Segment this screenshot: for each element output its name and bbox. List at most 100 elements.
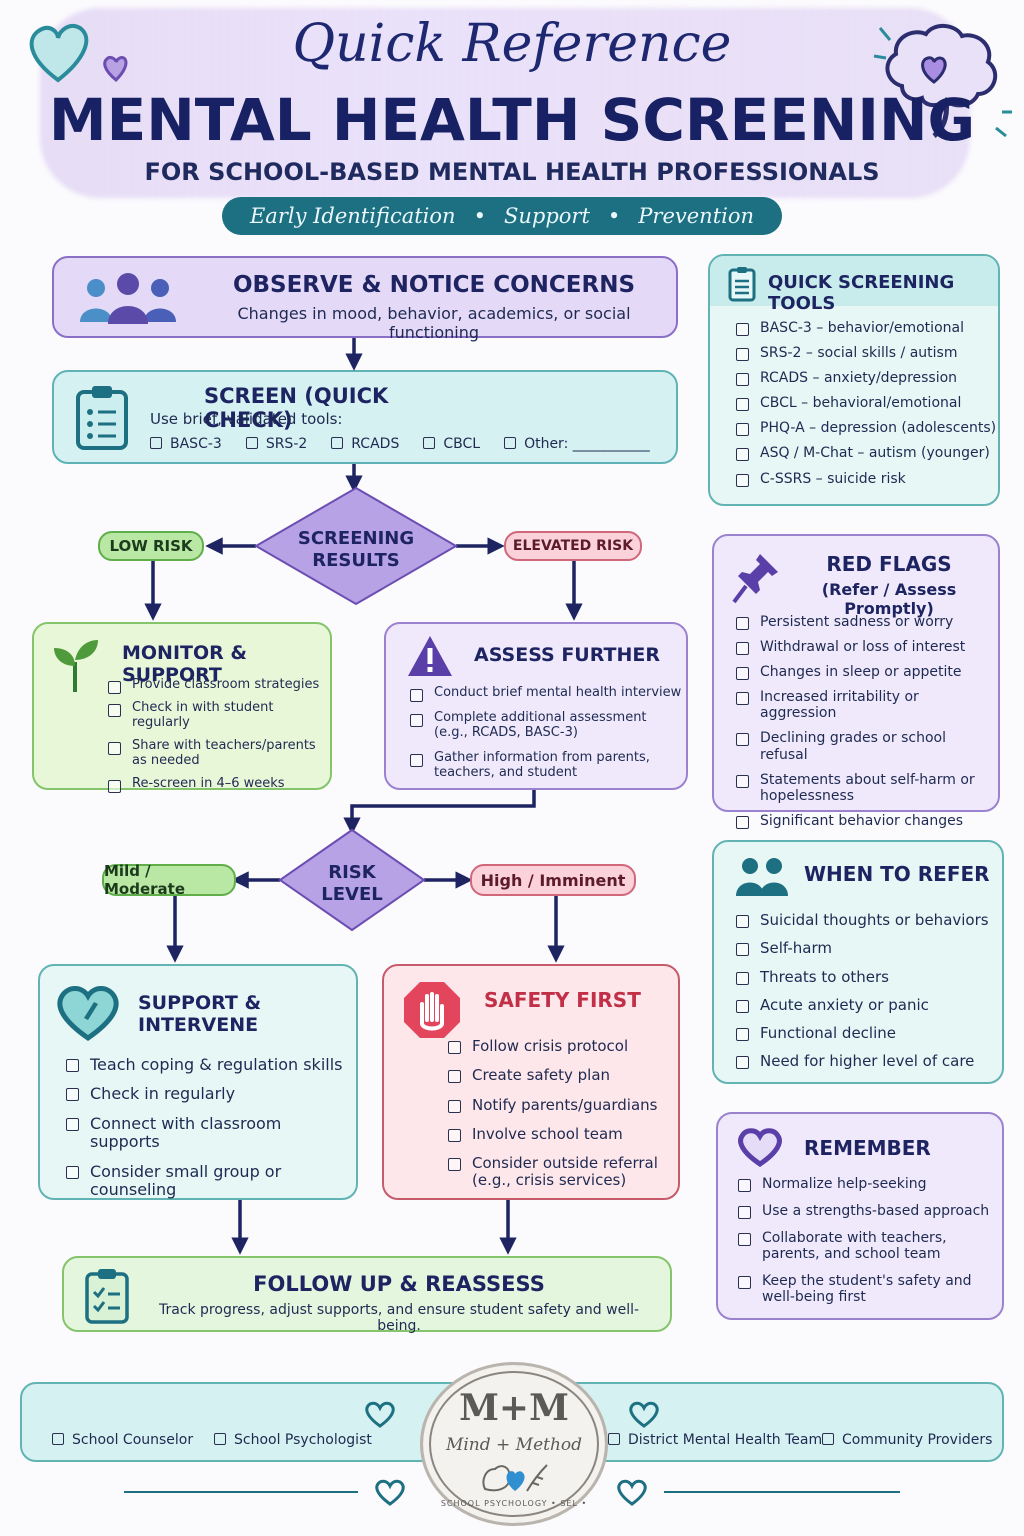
logo-ring-text: SCHOOL PSYCHOLOGY • SEL • — [440, 1499, 588, 1508]
screening-results-diamond: SCREENING RESULTS — [286, 528, 426, 571]
list-item: Suicidal thoughts or behaviors — [736, 911, 998, 929]
main-title: MENTAL HEALTH SCREENING — [48, 86, 976, 154]
list-item: Self-harm — [736, 939, 998, 957]
observe-title: OBSERVE & NOTICE CONCERNS — [232, 272, 636, 298]
list-item: Changes in sleep or appetite — [736, 664, 998, 681]
screen-options: BASC-3 SRS-2 RCADS CBCL Other: _________… — [150, 436, 670, 452]
list-item: Connect with classroom supports — [66, 1114, 348, 1152]
remember-title: REMEMBER — [804, 1136, 931, 1160]
screening-tools-card: QUICK SCREENING TOOLS BASC-3 – behavior/… — [708, 254, 1000, 506]
list-item: Gather information from parents, teacher… — [410, 750, 682, 781]
followup-desc: Track progress, adjust supports, and ens… — [158, 1302, 640, 1334]
list-item: Check in with student regularly — [108, 700, 326, 731]
monitor-title: MONITOR & SUPPORT — [122, 642, 247, 686]
clipboard-icon — [76, 386, 128, 450]
option-checkbox[interactable]: Other: ___________ — [504, 436, 650, 452]
contact-item: Community Providers — [822, 1432, 992, 1448]
list-item: Functional decline — [736, 1024, 998, 1042]
checklist-icon — [728, 267, 756, 302]
list-item: Increased irritability or aggression — [736, 689, 998, 721]
results-line2: RESULTS — [312, 549, 400, 571]
logo-script: Mind + Method — [445, 1435, 583, 1455]
list-item: Teach coping & regulation skills — [66, 1055, 348, 1074]
list-item: Conduct brief mental health interview — [410, 685, 682, 702]
list-item: Collaborate with teachers, parents, and … — [738, 1230, 1002, 1262]
elevated-risk-tag: ELEVATED RISK — [504, 531, 642, 561]
logo-mark: M+M — [459, 1387, 569, 1429]
list-item: Notify parents/guardians — [448, 1096, 674, 1114]
brain-heart-leaf-icon — [482, 1464, 548, 1492]
clipboard-check-icon — [85, 1269, 129, 1324]
red-flags-title: RED FLAGS — [826, 552, 952, 576]
followup-card: FOLLOW UP & REASSESS Track progress, adj… — [62, 1256, 672, 1334]
support-title: SUPPORT & INTERVENE — [138, 992, 262, 1036]
warning-icon — [408, 636, 452, 676]
red-flags-card: RED FLAGS (Refer / Assess Promptly) Pers… — [712, 534, 1000, 829]
monitor-card: MONITOR & SUPPORT Provide classroom stra… — [32, 622, 332, 793]
bullet-dot: • — [473, 204, 486, 228]
list-item: Normalize help-seeking — [738, 1176, 1002, 1193]
option-checkbox[interactable]: SRS-2 — [245, 436, 307, 452]
when-to-refer-card: WHEN TO REFER Suicidal thoughts or behav… — [712, 840, 1004, 1084]
list-item: Complete additional assessment (e.g., RC… — [410, 710, 682, 741]
mild-moderate-tag: Mild / Moderate — [102, 862, 236, 898]
tagline-item: Prevention — [638, 204, 755, 228]
list-item: Statements about self-harm or hopelessne… — [736, 772, 998, 804]
list-item: SRS-2 – social skills / autism — [736, 345, 998, 362]
safety-card: SAFETY FIRST Follow crisis protocol Crea… — [382, 964, 680, 1200]
observe-desc: Changes in mood, behavior, academics, or… — [237, 304, 631, 342]
screen-desc: Use brief, validated tools: — [150, 410, 343, 428]
list-item: Involve school team — [448, 1125, 674, 1143]
results-line1: SCREENING — [297, 528, 415, 549]
brain-heart-icon — [873, 24, 1012, 138]
tools-header-band — [710, 256, 998, 306]
risk-line2: LEVEL — [321, 883, 383, 905]
screen-title: SCREEN (QUICK CHECK) — [204, 384, 389, 432]
people-pair-icon — [736, 858, 788, 896]
observe-card: OBSERVE & NOTICE CONCERNS Changes in moo… — [52, 256, 678, 342]
list-item: CBCL – behavioral/emotional — [736, 395, 998, 412]
list-item: RCADS – anxiety/depression — [736, 370, 998, 387]
contact-item: School Counselor — [52, 1432, 193, 1448]
list-item: Share with teachers/parents as needed — [108, 738, 326, 769]
option-checkbox[interactable]: CBCL — [423, 436, 480, 452]
assess-title: ASSESS FURTHER — [474, 644, 660, 666]
option-checkbox[interactable]: RCADS — [331, 436, 399, 452]
list-item: Re-screen in 4–6 weeks — [108, 776, 326, 793]
list-item: Use a strengths-based approach — [738, 1203, 1002, 1220]
list-item: Consider outside referral (e.g., crisis … — [448, 1154, 674, 1190]
list-item: Need for higher level of care — [736, 1052, 998, 1070]
heart-icon — [57, 986, 119, 1042]
list-item: BASC-3 – behavior/emotional — [736, 320, 998, 337]
contact-item: School Psychologist — [214, 1432, 372, 1448]
bullet-dot: • — [607, 204, 621, 228]
assess-card: ASSESS FURTHER Conduct brief mental heal… — [384, 622, 688, 790]
list-item: Keep the student's safety and well-being… — [738, 1273, 1002, 1305]
list-item: Acute anxiety or panic — [736, 996, 998, 1014]
support-card: SUPPORT & INTERVENE Teach coping & regul… — [38, 964, 358, 1200]
stop-hand-icon — [404, 982, 460, 1038]
tools-title: QUICK SCREENING TOOLS — [768, 272, 955, 314]
option-checkbox[interactable]: BASC-3 — [150, 436, 222, 452]
contact-item: District Mental Health Team — [608, 1432, 822, 1448]
hearts-decoration-icon — [29, 23, 128, 83]
red-flags-subtitle: (Refer / Assess Promptly) — [821, 580, 957, 618]
title-watercolor-wash — [40, 8, 970, 198]
list-item: Check in regularly — [66, 1084, 348, 1103]
safety-title: SAFETY FIRST — [484, 988, 641, 1012]
list-item: Declining grades or school refusal — [736, 730, 998, 763]
tagline-item: Support — [503, 204, 590, 228]
tagline-pill: Early Identification • Support • Prevent… — [222, 197, 782, 235]
refer-title: WHEN TO REFER — [804, 862, 990, 886]
list-item: Persistent sadness or worry — [736, 614, 998, 631]
list-item: Consider small group or counseling — [66, 1162, 348, 1200]
list-item: Provide classroom strategies — [108, 677, 326, 694]
subtitle: FOR SCHOOL-BASED MENTAL HEALTH PROFESSIO… — [144, 158, 880, 186]
list-item: ASQ / M-Chat – autism (younger) — [736, 445, 998, 462]
risk-line1: RISK — [328, 862, 376, 883]
list-item: C-SSRS – suicide risk — [736, 471, 998, 487]
list-item: Significant behavior changes — [736, 813, 998, 829]
script-title: Quick Reference — [292, 14, 732, 74]
list-item: Threats to others — [736, 968, 998, 986]
list-item: Follow crisis protocol — [448, 1037, 674, 1055]
